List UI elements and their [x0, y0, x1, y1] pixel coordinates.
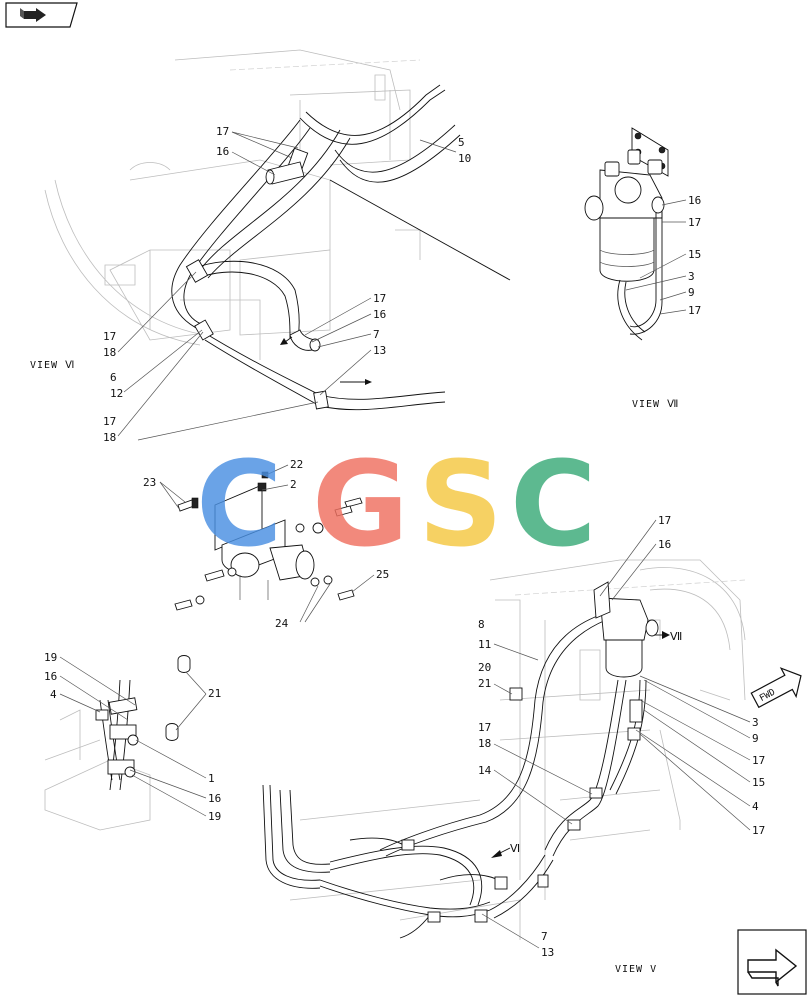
svg-text:19: 19 — [44, 651, 57, 664]
svg-text:23: 23 — [143, 476, 156, 489]
view-vi-marker: Ⅵ — [510, 842, 520, 855]
svg-text:5: 5 — [458, 136, 465, 149]
svg-text:2: 2 — [290, 478, 297, 491]
exploded-bracket-assembly — [174, 471, 363, 611]
svg-text:16: 16 — [688, 194, 701, 207]
svg-text:24: 24 — [275, 617, 289, 630]
upper-frame-ghost — [44, 49, 421, 360]
upper-callouts: 17 16 5 10 17 16 7 13 17 18 6 12 17 18 — [103, 125, 471, 444]
svg-text:21: 21 — [478, 677, 491, 690]
upper-hoses — [171, 84, 511, 411]
svg-text:20: 20 — [478, 661, 491, 674]
svg-text:11: 11 — [478, 638, 491, 651]
svg-text:17: 17 — [478, 721, 491, 734]
svg-text:14: 14 — [478, 764, 492, 777]
svg-text:15: 15 — [752, 776, 765, 789]
svg-text:22: 22 — [290, 458, 303, 471]
svg-text:C: C — [196, 435, 283, 573]
filter-assembly-view-vii — [584, 127, 669, 341]
left-detail-assembly — [44, 655, 191, 831]
svg-text:13: 13 — [541, 946, 554, 959]
lower-hoses: Ⅵ Ⅶ — [262, 581, 682, 939]
svg-text:4: 4 — [50, 688, 57, 701]
svg-text:3: 3 — [688, 270, 695, 283]
view-v-caption: VIEW V — [615, 964, 657, 975]
back-arrow-icon[interactable] — [5, 2, 78, 28]
svg-text:9: 9 — [752, 732, 759, 745]
cgsc-watermark: C G S C — [196, 435, 597, 573]
svg-text:7: 7 — [373, 328, 380, 341]
svg-text:G: G — [312, 435, 409, 573]
svg-text:9: 9 — [688, 286, 695, 299]
filter-callouts: 16 17 15 3 9 17 — [625, 194, 701, 317]
lower-callouts: 17 16 8 11 20 21 3 9 17 15 4 17 17 18 14… — [478, 514, 765, 959]
svg-text:6: 6 — [110, 371, 117, 384]
svg-text:21: 21 — [208, 687, 221, 700]
svg-text:17: 17 — [103, 330, 116, 343]
svg-text:17: 17 — [688, 304, 701, 317]
svg-text:4: 4 — [752, 800, 759, 813]
svg-text:17: 17 — [688, 216, 701, 229]
svg-text:19: 19 — [208, 810, 221, 823]
svg-text:16: 16 — [208, 792, 221, 805]
svg-text:7: 7 — [541, 930, 548, 943]
svg-text:C: C — [510, 435, 597, 573]
svg-text:16: 16 — [44, 670, 57, 683]
svg-text:15: 15 — [688, 248, 701, 261]
svg-text:16: 16 — [658, 538, 671, 551]
svg-text:8: 8 — [478, 618, 485, 631]
svg-text:13: 13 — [373, 344, 386, 357]
svg-text:17: 17 — [373, 292, 386, 305]
svg-text:S: S — [418, 435, 503, 573]
svg-text:17: 17 — [216, 125, 229, 138]
next-arrow-icon[interactable] — [737, 929, 807, 995]
svg-text:16: 16 — [216, 145, 229, 158]
svg-text:18: 18 — [478, 737, 491, 750]
svg-text:17: 17 — [103, 415, 116, 428]
view-vi-caption: VIEW Ⅵ — [30, 360, 75, 371]
svg-text:10: 10 — [458, 152, 471, 165]
svg-text:18: 18 — [103, 431, 116, 444]
svg-text:12: 12 — [110, 387, 123, 400]
left-callouts: 19 16 4 21 1 16 19 — [44, 651, 221, 823]
view-vii-marker: Ⅶ — [670, 630, 682, 643]
lower-frame-ghost — [289, 559, 746, 940]
svg-text:17: 17 — [752, 824, 765, 837]
svg-text:16: 16 — [373, 308, 386, 321]
svg-text:18: 18 — [103, 346, 116, 359]
svg-text:25: 25 — [376, 568, 389, 581]
svg-text:17: 17 — [752, 754, 765, 767]
svg-text:17: 17 — [658, 514, 671, 527]
view-vii-caption: VIEW Ⅶ — [632, 399, 679, 410]
fwd-arrow-icon: FWD — [750, 667, 802, 709]
svg-text:1: 1 — [208, 772, 215, 785]
mid-callouts: 23 22 2 25 24 — [143, 458, 389, 630]
svg-text:3: 3 — [752, 716, 759, 729]
